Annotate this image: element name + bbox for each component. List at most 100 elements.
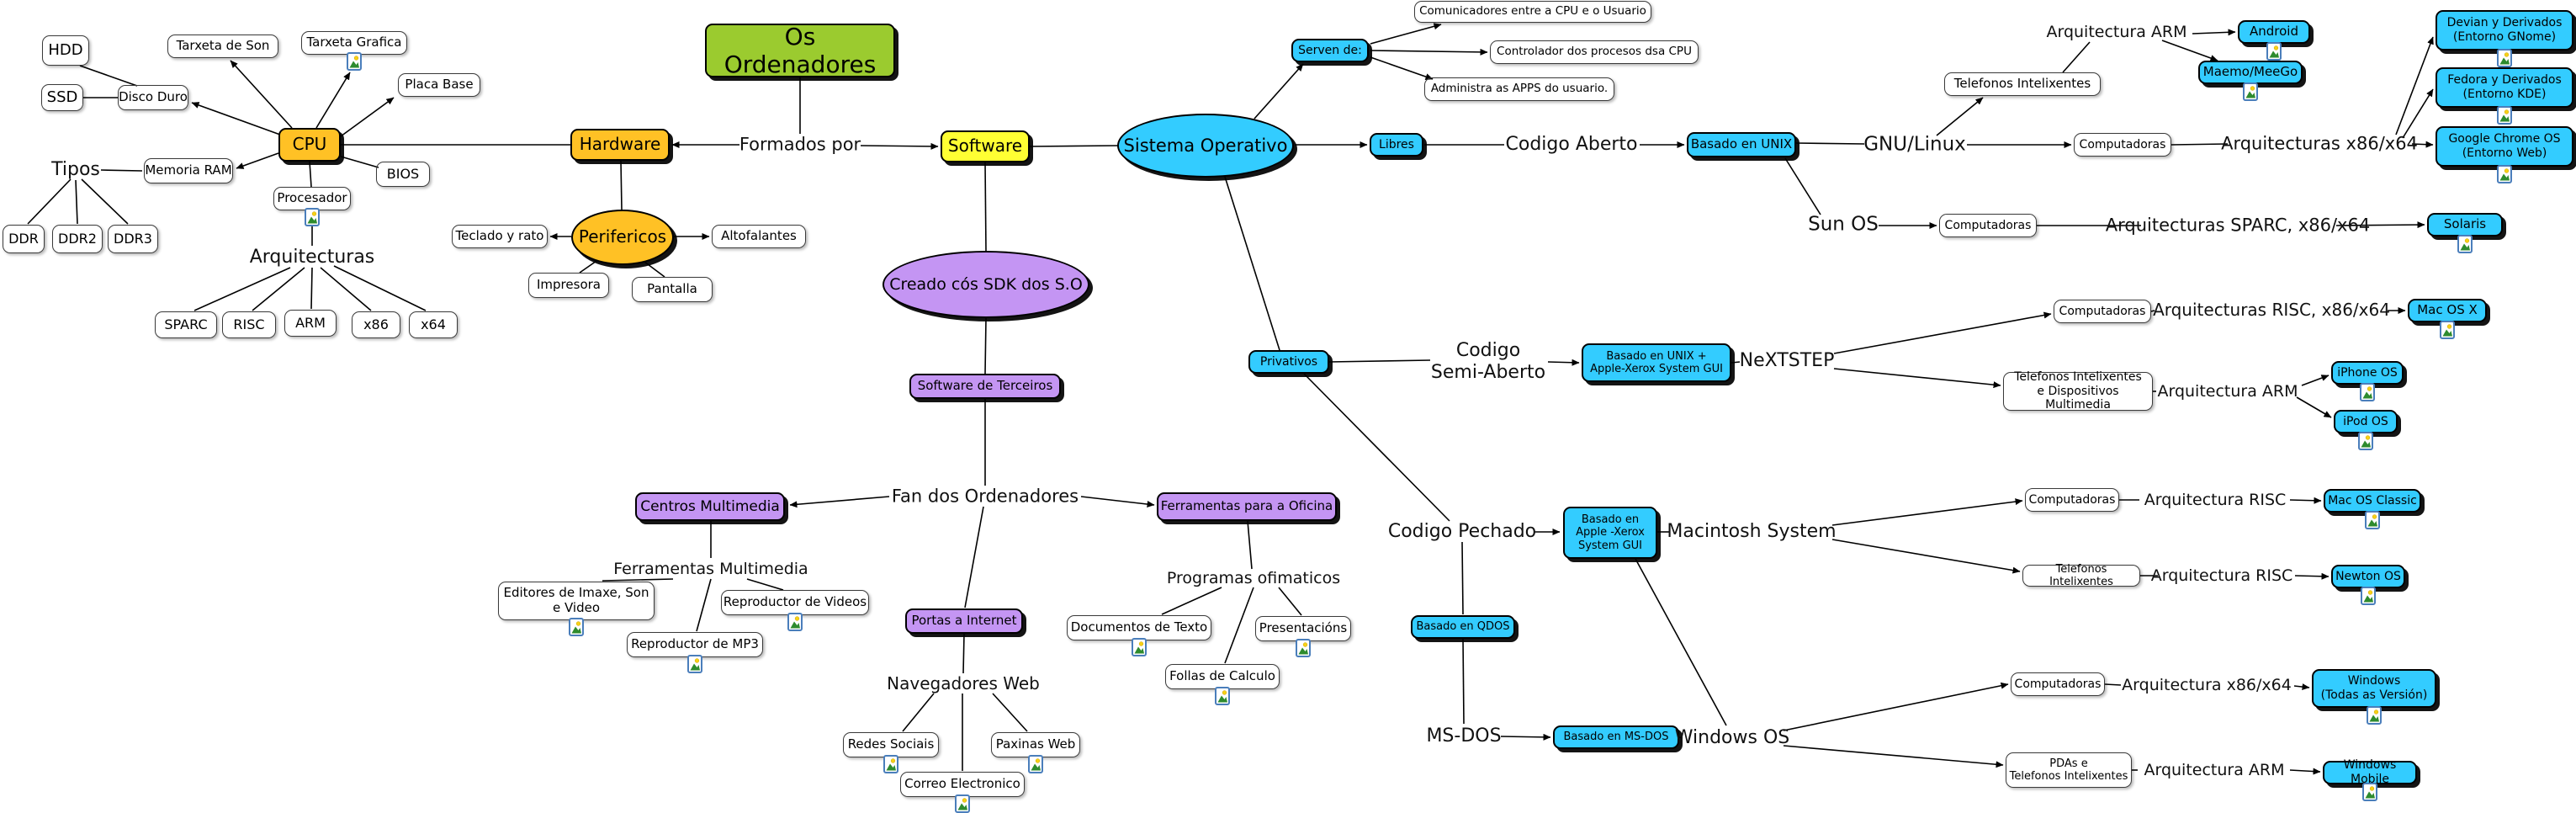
arq-risc-newton-link-phrase[interactable]: Arquitectura RISC bbox=[2151, 566, 2293, 585]
iphone-os-node[interactable]: iPhone OS bbox=[2331, 361, 2404, 401]
resource-icon[interactable] bbox=[1028, 755, 1043, 773]
cpu-node[interactable]: CPU bbox=[278, 128, 341, 162]
basado-apple-node[interactable]: Basado en Apple -Xerox System GUI bbox=[1563, 507, 1657, 559]
sparc-node[interactable]: SPARC bbox=[155, 311, 217, 338]
formados-por-link-phrase[interactable]: Formados por bbox=[739, 135, 861, 156]
procesador-node[interactable]: Procesador bbox=[273, 187, 351, 226]
documentos-texto-node[interactable]: Documentos de Texto bbox=[1067, 615, 1211, 656]
nextstep-link-phrase[interactable]: NeXTSTEP bbox=[1740, 350, 1835, 372]
pantalla-node[interactable]: Pantalla bbox=[632, 277, 713, 302]
computadoras-next-node[interactable]: Computadoras bbox=[2054, 300, 2151, 323]
arq-arm-next-link-phrase[interactable]: Arquitectura ARM bbox=[2157, 382, 2298, 401]
mac-os-classic-node[interactable]: Mac OS Classic bbox=[2324, 489, 2421, 529]
os-ordenadores-node[interactable]: Os Ordenadores bbox=[705, 23, 895, 78]
resource-icon[interactable] bbox=[1132, 638, 1147, 656]
risc-node[interactable]: RISC bbox=[222, 311, 276, 338]
bios-node[interactable]: BIOS bbox=[376, 162, 430, 187]
resource-icon[interactable] bbox=[787, 613, 803, 631]
impresora-node[interactable]: Impresora bbox=[528, 273, 609, 298]
editores-imaxe-node[interactable]: Editores de Imaxe, Son e Video bbox=[498, 582, 655, 636]
hdd-node[interactable]: HDD bbox=[42, 35, 89, 66]
ddr3-node[interactable]: DDR3 bbox=[108, 225, 158, 253]
perifericos-node[interactable]: Perifericos bbox=[571, 210, 674, 265]
privativos-node[interactable]: Privativos bbox=[1248, 350, 1329, 374]
resource-icon[interactable] bbox=[883, 755, 898, 773]
windows-mobile-node[interactable]: Windows Mobile bbox=[2323, 758, 2417, 801]
tarxeta-grafica-node[interactable]: Tarxeta Grafica bbox=[301, 31, 407, 71]
placa-base-node[interactable]: Placa Base bbox=[398, 73, 480, 97]
computadoras-mac-node[interactable]: Computadoras bbox=[2025, 488, 2119, 512]
memoria-ram-node[interactable]: Memoria RAM bbox=[144, 158, 233, 183]
disco-duro-node[interactable]: Disco Duro bbox=[118, 85, 188, 110]
controlador-node[interactable]: Controlador dos procesos dsa CPU bbox=[1490, 40, 1699, 64]
programas-ofimaticos-link-phrase[interactable]: Programas ofimaticos bbox=[1167, 569, 1340, 587]
pdas-node[interactable]: PDAs e Telefonos Intelixentes bbox=[2006, 752, 2132, 788]
resource-icon[interactable] bbox=[2440, 321, 2455, 339]
macintosh-system-link-phrase[interactable]: Macintosh System bbox=[1667, 521, 1836, 543]
correo-electronico-node[interactable]: Correo Electronico bbox=[900, 772, 1025, 813]
telefonos-dispositivos-node[interactable]: Telefonos Intelixentes e Dispositivos Mu… bbox=[2003, 370, 2153, 412]
administra-node[interactable]: Administra as APPS do usuario. bbox=[1424, 77, 1614, 101]
software-terceiros-node[interactable]: Software de Terceiros bbox=[909, 374, 1061, 399]
codigo-pechado-link-phrase[interactable]: Codigo Pechado bbox=[1388, 521, 1536, 543]
maemo-meego-node[interactable]: Maemo/MeeGo bbox=[2198, 61, 2303, 101]
computadoras-win-node[interactable]: Computadoras bbox=[2011, 672, 2105, 696]
redes-sociais-node[interactable]: Redes Sociais bbox=[843, 732, 939, 773]
resource-icon[interactable] bbox=[2243, 82, 2258, 101]
resource-icon[interactable] bbox=[2367, 706, 2382, 725]
centros-multimedia-node[interactable]: Centros Multimedia bbox=[635, 492, 785, 521]
arq-arm-top-link-phrase[interactable]: Arquitectura ARM bbox=[2046, 23, 2186, 41]
solaris-node[interactable]: Solaris bbox=[2427, 213, 2503, 253]
resource-icon[interactable] bbox=[347, 52, 362, 71]
follas-calculo-node[interactable]: Follas de Calculo bbox=[1165, 664, 1280, 705]
resource-icon[interactable] bbox=[687, 655, 702, 673]
portas-internet-node[interactable]: Portas a Internet bbox=[905, 608, 1023, 634]
resource-icon[interactable] bbox=[2497, 49, 2512, 67]
resource-icon[interactable] bbox=[955, 794, 970, 813]
teclado-y-rato-node[interactable]: Teclado y rato bbox=[452, 225, 548, 248]
telefonos-intelixentes-top-node[interactable]: Telefonos Intelixentes bbox=[1944, 72, 2101, 96]
ipod-os-node[interactable]: iPod OS bbox=[2334, 410, 2398, 450]
reproductor-mp3-node[interactable]: Reproductor de MP3 bbox=[627, 632, 763, 673]
ms-dos-link-phrase[interactable]: MS-DOS bbox=[1426, 725, 1501, 747]
ddr-node[interactable]: DDR bbox=[3, 225, 45, 253]
resource-icon[interactable] bbox=[1215, 687, 1230, 705]
telefonos-mac-node[interactable]: Telefonos Intelixentes bbox=[2022, 563, 2140, 588]
libres-node[interactable]: Libres bbox=[1370, 133, 1423, 157]
arq-risc-mac-link-phrase[interactable]: Arquitectura RISC bbox=[2144, 491, 2287, 509]
resource-icon[interactable] bbox=[2457, 235, 2473, 253]
comunicadores-node[interactable]: Comunicadores entre a CPU e o Usuario bbox=[1414, 1, 1651, 23]
mac-os-x-node[interactable]: Mac OS X bbox=[2408, 299, 2487, 339]
windows-todas-node[interactable]: Windows (Todas as Versión) bbox=[2312, 669, 2436, 725]
devian-node[interactable]: Devian y Derivados (Entorno GNome) bbox=[2436, 10, 2573, 67]
fedora-node[interactable]: Fedora y Derivados (Entorno KDE) bbox=[2436, 67, 2573, 125]
sun-os-link-phrase[interactable]: Sun OS bbox=[1808, 213, 1879, 236]
arq-risc-x86-link-phrase[interactable]: Arquitecturas RISC, x86/x64 bbox=[2153, 300, 2390, 321]
sistema-operativo-node[interactable]: Sistema Operativo bbox=[1117, 114, 1294, 178]
resource-icon[interactable] bbox=[305, 208, 320, 226]
basado-qdos-node[interactable]: Basado en QDOS bbox=[1411, 615, 1515, 639]
resource-icon[interactable] bbox=[2497, 165, 2512, 183]
basado-en-unix-node[interactable]: Basado en UNIX bbox=[1687, 132, 1796, 157]
resource-icon[interactable] bbox=[2497, 106, 2512, 125]
x86-node[interactable]: x86 bbox=[352, 311, 400, 338]
hardware-node[interactable]: Hardware bbox=[570, 129, 670, 161]
paxinas-web-node[interactable]: Paxinas Web bbox=[991, 732, 1080, 773]
resource-icon[interactable] bbox=[2365, 511, 2380, 529]
ddr2-node[interactable]: DDR2 bbox=[52, 225, 103, 253]
ferramentas-multimedia-link-phrase[interactable]: Ferramentas Multimedia bbox=[613, 560, 808, 578]
navegadores-web-link-phrase[interactable]: Navegadores Web bbox=[887, 674, 1040, 694]
arm-node[interactable]: ARM bbox=[284, 310, 337, 337]
arq-sparc-link-phrase[interactable]: Arquitecturas SPARC, x86/x64 bbox=[2106, 215, 2370, 236]
codigo-semi-link-phrase[interactable]: Codigo Semi-Aberto bbox=[1431, 340, 1545, 384]
serven-de-node[interactable]: Serven de: bbox=[1291, 39, 1369, 62]
resource-icon[interactable] bbox=[2361, 587, 2376, 605]
resource-icon[interactable] bbox=[1296, 639, 1311, 657]
newton-os-node[interactable]: Newton OS bbox=[2331, 565, 2405, 605]
resource-icon[interactable] bbox=[2266, 42, 2282, 61]
android-node[interactable]: Android bbox=[2238, 20, 2310, 61]
fan-ordenadores-link-phrase[interactable]: Fan dos Ordenadores bbox=[892, 486, 1079, 507]
tipos-link-phrase[interactable]: Tipos bbox=[51, 159, 100, 181]
arquitecturas-link-phrase[interactable]: Arquitecturas bbox=[250, 247, 375, 268]
